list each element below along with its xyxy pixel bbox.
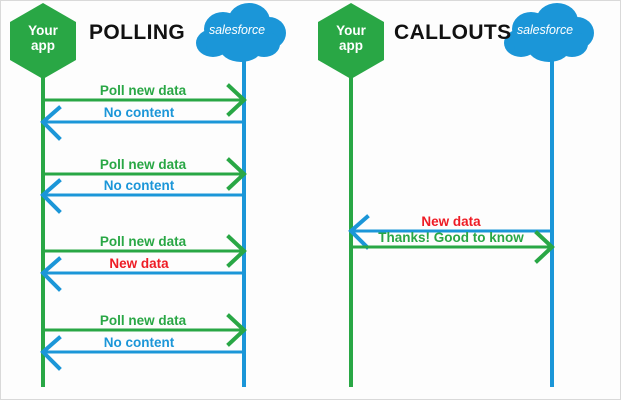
message-label-1-callouts: New data — [421, 214, 481, 229]
panel-title-polling: POLLING — [89, 21, 186, 44]
actor-label-line1: Your — [28, 23, 58, 38]
message-arrow-1-callouts — [348, 214, 552, 250]
message-arrow-5-polling — [43, 234, 247, 268]
message-label-2-callouts: Thanks! Good to know — [378, 230, 524, 245]
message-label-7-polling: Poll new data — [99, 313, 187, 328]
panel-polling — [10, 3, 286, 387]
message-label-4-polling: No content — [103, 178, 175, 193]
message-label-3-polling: Poll new data — [99, 157, 187, 172]
message-arrow-8-polling — [40, 335, 244, 371]
actor-hexagon-yourapp-callouts — [318, 3, 384, 79]
actor-cloud-salesforce-callouts — [504, 3, 594, 62]
actor-label-salesforce-polling: salesforce — [209, 23, 265, 37]
message-arrow-7-polling — [43, 313, 247, 347]
message-arrow-2-polling — [40, 105, 244, 141]
actor-label-yourapp-polling: Your app — [10, 23, 76, 53]
panel-callouts — [318, 3, 594, 387]
actor-label-line1: Your — [336, 23, 366, 38]
message-arrow-6-polling — [40, 256, 244, 292]
panel-title-callouts: CALLOUTS — [394, 21, 512, 44]
message-arrow-1-polling — [43, 83, 247, 117]
message-label-1-polling: Poll new data — [99, 83, 187, 98]
message-arrow-2-callouts — [351, 230, 555, 264]
message-label-2-polling: No content — [103, 105, 175, 120]
message-label-6-polling: New data — [109, 256, 169, 271]
actor-label-yourapp-callouts: Your app — [318, 23, 384, 53]
message-label-5-polling: Poll new data — [99, 234, 187, 249]
message-label-8-polling: No content — [103, 335, 175, 350]
message-arrow-3-polling — [43, 157, 247, 191]
actor-label-salesforce-callouts: salesforce — [517, 23, 573, 37]
actor-label-line2: app — [338, 38, 363, 53]
actor-cloud-salesforce-polling — [196, 3, 286, 62]
actor-hexagon-yourapp-polling — [10, 3, 76, 79]
actor-label-line2: app — [30, 38, 55, 53]
message-arrow-4-polling — [40, 178, 244, 214]
